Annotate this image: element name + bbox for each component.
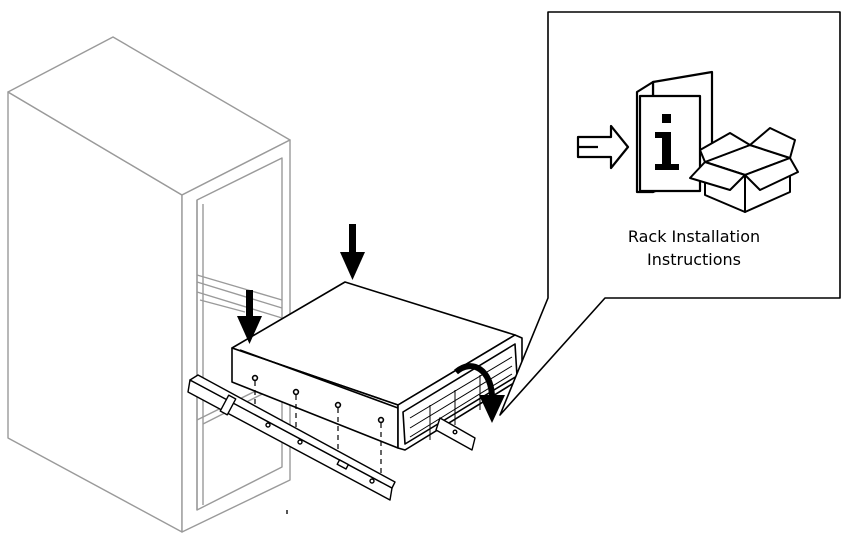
hollow-right-arrow-icon bbox=[576, 124, 630, 170]
callout-title-line2: Instructions bbox=[647, 250, 741, 269]
screw-hole bbox=[251, 374, 259, 382]
right-mounting-rail bbox=[435, 417, 476, 451]
callout-title-line1: Rack Installation bbox=[627, 227, 761, 246]
screw-hole bbox=[334, 401, 342, 409]
instructions-callout bbox=[499, 11, 841, 416]
server-front-bezel bbox=[397, 334, 523, 451]
down-arrow-icon bbox=[237, 290, 262, 344]
left-mounting-rail bbox=[187, 374, 396, 501]
down-arrow-icon bbox=[340, 224, 365, 280]
curved-rotate-arrow-icon bbox=[454, 363, 505, 423]
push-down-arrows bbox=[237, 224, 365, 344]
info-manual-icon bbox=[635, 70, 714, 194]
server-chassis bbox=[231, 281, 516, 449]
screw-hole bbox=[292, 388, 300, 396]
screw-hole bbox=[377, 416, 385, 424]
open-box-icon bbox=[689, 127, 799, 213]
server-rack-cabinet bbox=[7, 36, 291, 533]
